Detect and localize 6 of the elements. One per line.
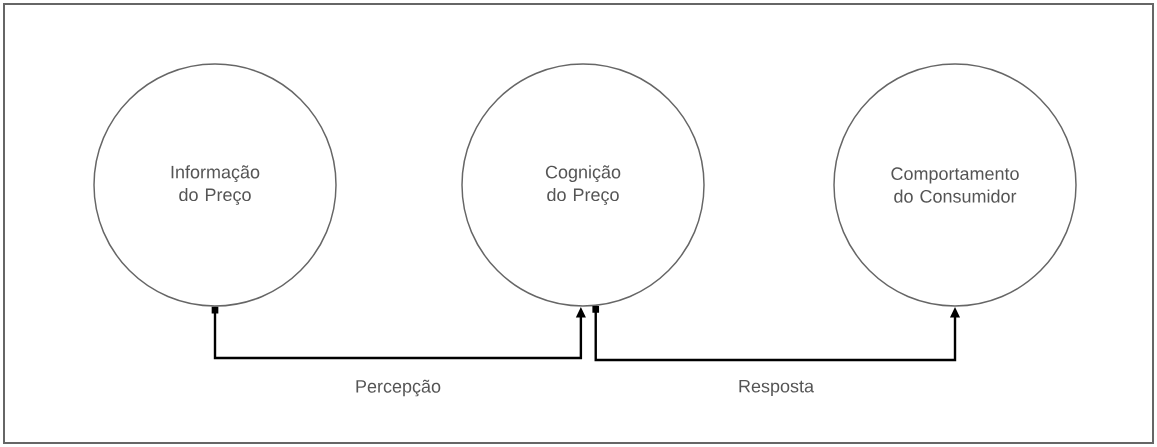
arrow [211, 306, 586, 360]
circle-node: Comportamento do Consumidor [833, 63, 1077, 307]
edge-label: Resposta [739, 379, 815, 397]
circle-node: Informação do Preço [93, 63, 337, 307]
circle-node: Cognição do Preço [461, 63, 705, 307]
edge-label: Percepção [356, 379, 441, 397]
